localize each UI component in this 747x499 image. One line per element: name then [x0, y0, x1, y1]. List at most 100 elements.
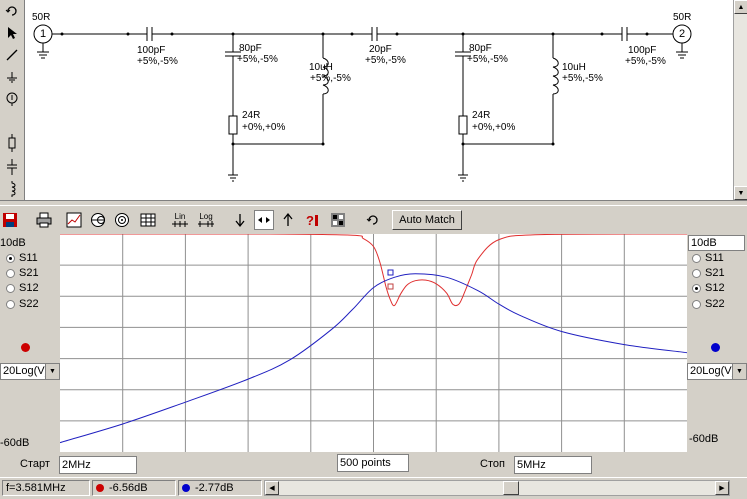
radio-dot — [6, 253, 15, 263]
marker2-value: -2.77dB — [195, 482, 234, 494]
start-label: Старт — [20, 458, 50, 470]
log-scale-button[interactable]: Log — [196, 210, 216, 230]
l1-tolerance: +5%,-5% — [310, 73, 351, 84]
port-tool-icon[interactable] — [3, 90, 21, 108]
port2-impedance: 50R — [673, 12, 692, 23]
right-scale-select[interactable]: 20Log(V)▼ — [687, 363, 747, 380]
frequency-scrollbar[interactable]: ◀ ▶ — [264, 480, 730, 496]
status-marker2: -2.77dB — [178, 480, 262, 496]
left-top-db: 10dB — [0, 237, 26, 249]
scroll-up-icon[interactable]: ▲ — [734, 0, 747, 14]
plot-curves — [60, 234, 687, 444]
radio-dot — [6, 268, 15, 278]
left-radio-s22[interactable]: S22 — [6, 297, 39, 311]
radio-dot — [692, 283, 701, 293]
right-radio-s11[interactable]: S11 — [692, 251, 724, 265]
l1-value: 10uH — [309, 62, 333, 73]
scrollbar-thumb[interactable] — [503, 481, 519, 495]
r2-tolerance: +0%,+0% — [472, 122, 516, 133]
s-parameter-plot[interactable] — [60, 234, 687, 452]
log-scale-label: Log — [199, 212, 213, 221]
right-radio-s21[interactable]: S21 — [692, 266, 725, 280]
arrow-up-icon[interactable] — [278, 210, 298, 230]
left-radio-s11[interactable]: S11 — [6, 251, 38, 265]
c2-value: 80pF — [239, 43, 262, 54]
pointer-tool-icon[interactable] — [3, 24, 21, 42]
start-frequency-input[interactable]: 2MHz — [59, 456, 137, 474]
splitter[interactable] — [0, 200, 747, 206]
radio-label: S21 — [19, 267, 39, 279]
refresh-icon[interactable] — [363, 210, 383, 230]
capacitor-tool-icon[interactable] — [3, 158, 21, 176]
right-scale-value: 20Log(V) — [690, 365, 736, 377]
right-parameter-panel: 10dB S11 S21 S12 S22 20Log(V)▼ -60dB — [687, 234, 747, 452]
left-marker-color-icon[interactable] — [21, 343, 30, 352]
table-view-icon[interactable] — [138, 210, 158, 230]
polar-chart-icon[interactable] — [112, 210, 132, 230]
right-marker-color-icon[interactable] — [711, 343, 720, 352]
marker2-dot-icon — [182, 484, 190, 492]
marker1-dot-icon — [96, 484, 104, 492]
c3-value: 20pF — [369, 44, 392, 55]
right-radio-s12[interactable]: S12 — [692, 281, 725, 295]
linear-scale-button[interactable]: Lin — [170, 210, 190, 230]
wire-tool-icon[interactable] — [3, 46, 21, 64]
left-scale-select[interactable]: 20Log(V)▼ — [0, 363, 60, 380]
save-report-icon[interactable] — [0, 210, 20, 230]
radio-label: S12 — [19, 282, 39, 294]
port2-number: 2 — [679, 28, 686, 40]
schematic-drawing — [33, 24, 692, 182]
l2-tolerance: +5%,-5% — [562, 73, 603, 84]
c1-value: 100pF — [137, 45, 166, 56]
r1-tolerance: +0%,+0% — [242, 122, 286, 133]
schematic-canvas[interactable]: 50R 1 50R 2 100pF +5%,-5% 80pF +5%,-5% 2… — [25, 0, 733, 200]
resistor-tool-icon[interactable] — [3, 134, 21, 152]
radio-dot — [692, 253, 701, 263]
points-count-input[interactable]: 500 points — [337, 454, 409, 472]
left-radio-s12[interactable]: S12 — [6, 281, 39, 295]
schematic-scrollbar[interactable]: ▲ ▼ — [733, 0, 747, 200]
radio-label: S22 — [19, 298, 39, 310]
radio-dot — [692, 299, 701, 309]
arrow-down-icon[interactable] — [230, 210, 250, 230]
inductor-tool-icon[interactable] — [3, 180, 21, 198]
status-marker1: -6.56dB — [92, 480, 176, 496]
port1-impedance: 50R — [32, 12, 51, 23]
plot-svg — [60, 234, 687, 452]
port1-number: 1 — [40, 28, 47, 40]
grid-pattern-icon[interactable] — [328, 210, 348, 230]
plot-grid — [60, 234, 687, 452]
cartesian-plot-icon[interactable] — [64, 210, 84, 230]
marker-s21-point — [387, 269, 394, 276]
scroll-down-icon[interactable]: ▼ — [734, 186, 747, 200]
stop-label: Стоп — [480, 458, 505, 470]
c3-tolerance: +5%,-5% — [365, 55, 406, 66]
smith-chart-icon[interactable] — [88, 210, 108, 230]
scroll-left-icon[interactable]: ◀ — [265, 481, 279, 495]
help-icon[interactable]: ? — [302, 210, 322, 230]
print-icon[interactable] — [34, 210, 54, 230]
marker1-value: -6.56dB — [109, 482, 148, 494]
chevron-down-icon: ▼ — [732, 364, 746, 379]
c5-tolerance: +5%,-5% — [625, 56, 666, 67]
ground-tool-icon[interactable] — [3, 68, 21, 86]
c5-value: 100pF — [628, 45, 657, 56]
c4-tolerance: +5%,-5% — [467, 54, 508, 65]
c2-tolerance: +5%,-5% — [237, 54, 278, 65]
rotate-tool-icon[interactable] — [3, 2, 21, 20]
svg-text:?: ? — [306, 213, 314, 228]
right-top-db[interactable]: 10dB — [688, 235, 745, 251]
scroll-right-icon[interactable]: ▶ — [715, 481, 729, 495]
marker-center-icon[interactable] — [254, 210, 274, 230]
left-scale-value: 20Log(V) — [3, 365, 49, 377]
auto-match-button[interactable]: Auto Match — [392, 210, 462, 230]
stop-frequency-input[interactable]: 5MHz — [514, 456, 592, 474]
status-frequency: f=3.581MHz — [2, 480, 90, 496]
left-radio-s21[interactable]: S21 — [6, 266, 39, 280]
marker-s11-point — [387, 283, 394, 290]
right-radio-s22[interactable]: S22 — [692, 297, 725, 311]
left-bottom-db: -60dB — [0, 437, 30, 449]
radio-label: S11 — [705, 252, 724, 264]
c4-value: 80pF — [469, 43, 492, 54]
component-toolbar — [0, 0, 25, 200]
